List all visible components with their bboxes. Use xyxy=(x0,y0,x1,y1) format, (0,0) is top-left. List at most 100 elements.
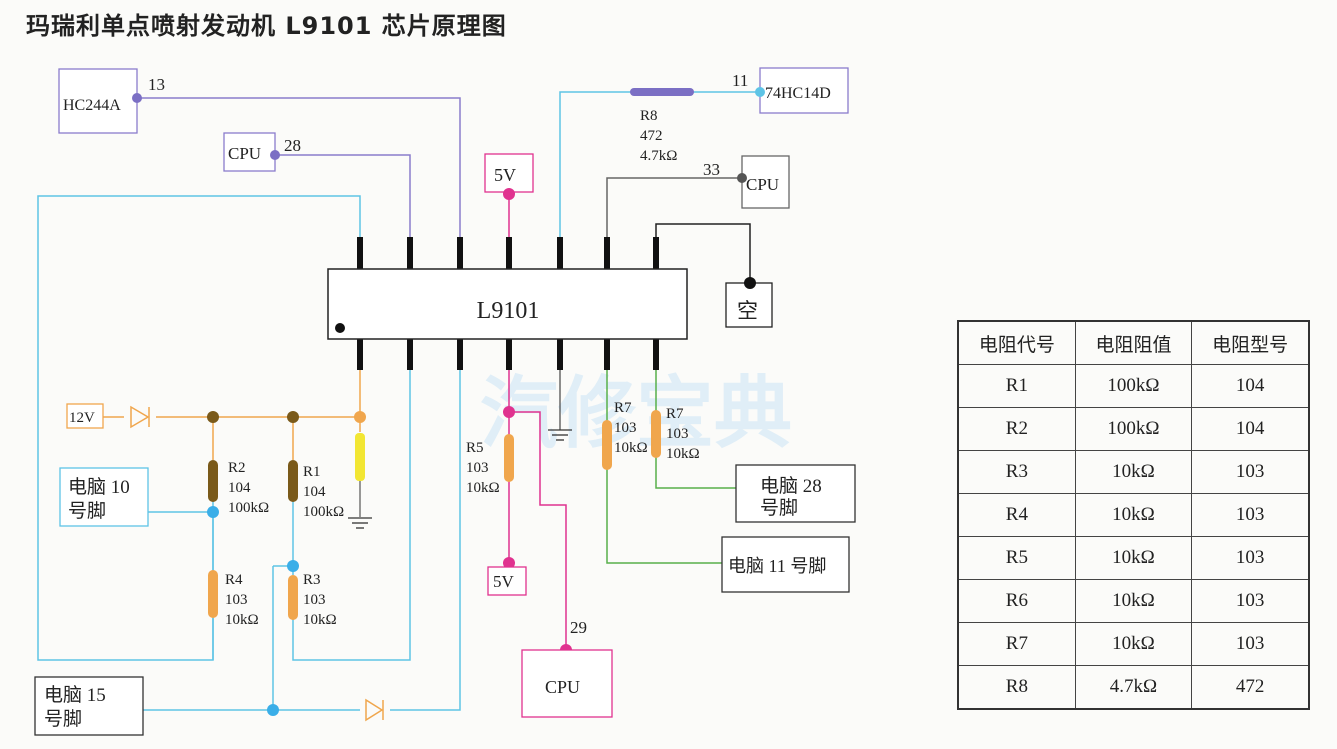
r1-resistor xyxy=(288,460,298,502)
r4-name: R4 xyxy=(225,572,243,588)
r3-value: 10kΩ xyxy=(303,612,337,628)
node-r3 xyxy=(287,560,299,572)
l9101-chip xyxy=(327,268,688,340)
5v-top-box xyxy=(484,153,534,193)
r4-value: 10kΩ xyxy=(225,612,259,628)
pin-33-node xyxy=(737,173,747,183)
r8-value: 4.7kΩ xyxy=(640,148,677,164)
r7b-value: 10kΩ xyxy=(666,446,700,462)
cell-value: 10kΩ xyxy=(1074,493,1193,537)
pc15-line2: 号脚 xyxy=(44,708,82,730)
cell-model: 103 xyxy=(1191,536,1310,580)
cell-code: R2 xyxy=(957,407,1076,451)
chip-pins-bottom xyxy=(357,338,659,370)
r4-resistor xyxy=(208,570,218,618)
pin-11-node xyxy=(755,87,765,97)
r4-code: 103 xyxy=(225,592,248,608)
r5-value: 10kΩ xyxy=(466,480,500,496)
node-12v-r2 xyxy=(207,411,219,423)
cell-value: 10kΩ xyxy=(1074,579,1193,623)
header-model: 电阻型号 xyxy=(1191,320,1310,365)
74hc14d-label: 74HC14D xyxy=(765,85,831,102)
12v-box xyxy=(66,403,104,429)
ground-pin5-icon xyxy=(548,429,572,441)
r7a-name: R7 xyxy=(614,400,632,416)
pin1-dot xyxy=(335,323,345,333)
r3-resistor xyxy=(288,575,298,620)
pc28-line1: 电脑 28 xyxy=(760,475,822,497)
r2-resistor xyxy=(208,460,218,502)
cell-code: R1 xyxy=(957,364,1076,408)
kong-box xyxy=(725,282,773,328)
cpu33-box xyxy=(741,155,790,209)
cell-value: 10kΩ xyxy=(1074,622,1193,666)
cell-code: R7 xyxy=(957,622,1076,666)
pin-13-label: 13 xyxy=(148,75,165,94)
node-pc15 xyxy=(267,704,279,716)
pc10-line2: 号脚 xyxy=(68,500,106,522)
cell-code: R5 xyxy=(957,536,1076,580)
r1-value: 100kΩ xyxy=(303,504,344,520)
r7a-value: 10kΩ xyxy=(614,440,648,456)
5v-bottom-label: 5V xyxy=(493,572,515,591)
cell-value: 10kΩ xyxy=(1074,450,1193,494)
wire-r3-bottom xyxy=(292,370,411,661)
header-code: 电阻代号 xyxy=(957,320,1076,365)
pin-29-label: 29 xyxy=(570,618,587,637)
ground-cap-icon xyxy=(348,517,372,529)
r3-code: 103 xyxy=(303,592,326,608)
cell-code: R4 xyxy=(957,493,1076,537)
r2-code: 104 xyxy=(228,480,251,496)
pin-13-node xyxy=(132,93,142,103)
cpu29-label: CPU xyxy=(545,677,580,697)
r7b-code: 103 xyxy=(666,426,689,442)
wire-kong xyxy=(655,223,751,283)
r5-name: R5 xyxy=(466,440,484,456)
r2-name: R2 xyxy=(228,460,246,476)
cell-model: 103 xyxy=(1191,450,1310,494)
r1-name: R1 xyxy=(303,464,321,480)
pc28-line2: 号脚 xyxy=(760,497,798,519)
watermark: 汽修宝典 xyxy=(480,370,792,457)
table-header-row: 电阻代号 电阻阻值 电阻型号 xyxy=(957,320,1310,365)
cpu29-box xyxy=(521,649,613,718)
r5-resistor xyxy=(504,434,514,482)
pc11-label: 电脑 11 号脚 xyxy=(728,556,826,576)
r7b-resistor xyxy=(651,410,661,458)
r8-name: R8 xyxy=(640,108,658,124)
r2-value: 100kΩ xyxy=(228,500,269,516)
pc11-box xyxy=(721,536,850,593)
node-r5-top xyxy=(503,406,515,418)
wire-cyan-hc14d xyxy=(559,91,760,237)
r1-code: 104 xyxy=(303,484,326,500)
cell-model: 104 xyxy=(1191,407,1310,451)
pc15-box xyxy=(34,676,144,736)
pin-28-node xyxy=(270,150,280,160)
cell-value: 100kΩ xyxy=(1074,364,1193,408)
hc244a-box xyxy=(58,68,138,134)
cell-value: 10kΩ xyxy=(1074,536,1193,580)
pin-33-label: 33 xyxy=(703,160,720,179)
cell-model: 104 xyxy=(1191,364,1310,408)
cpu33-label: CPU xyxy=(746,175,779,194)
pin-11-label: 11 xyxy=(732,71,748,90)
hc244a-label: HC244A xyxy=(63,97,121,114)
cell-value: 4.7kΩ xyxy=(1074,665,1193,710)
r8-code: 472 xyxy=(640,128,663,144)
kong-node xyxy=(744,277,756,289)
header-value: 电阻阻值 xyxy=(1074,320,1193,365)
cell-value: 100kΩ xyxy=(1074,407,1193,451)
chip-label: L9101 xyxy=(477,298,540,324)
r7a-resistor xyxy=(602,420,612,470)
diode-bottom-icon xyxy=(360,698,390,722)
r7a-code: 103 xyxy=(614,420,637,436)
page-title: 玛瑞利单点喷射发动机 L9101 芯片原理图 xyxy=(26,12,507,40)
cell-code: R6 xyxy=(957,579,1076,623)
